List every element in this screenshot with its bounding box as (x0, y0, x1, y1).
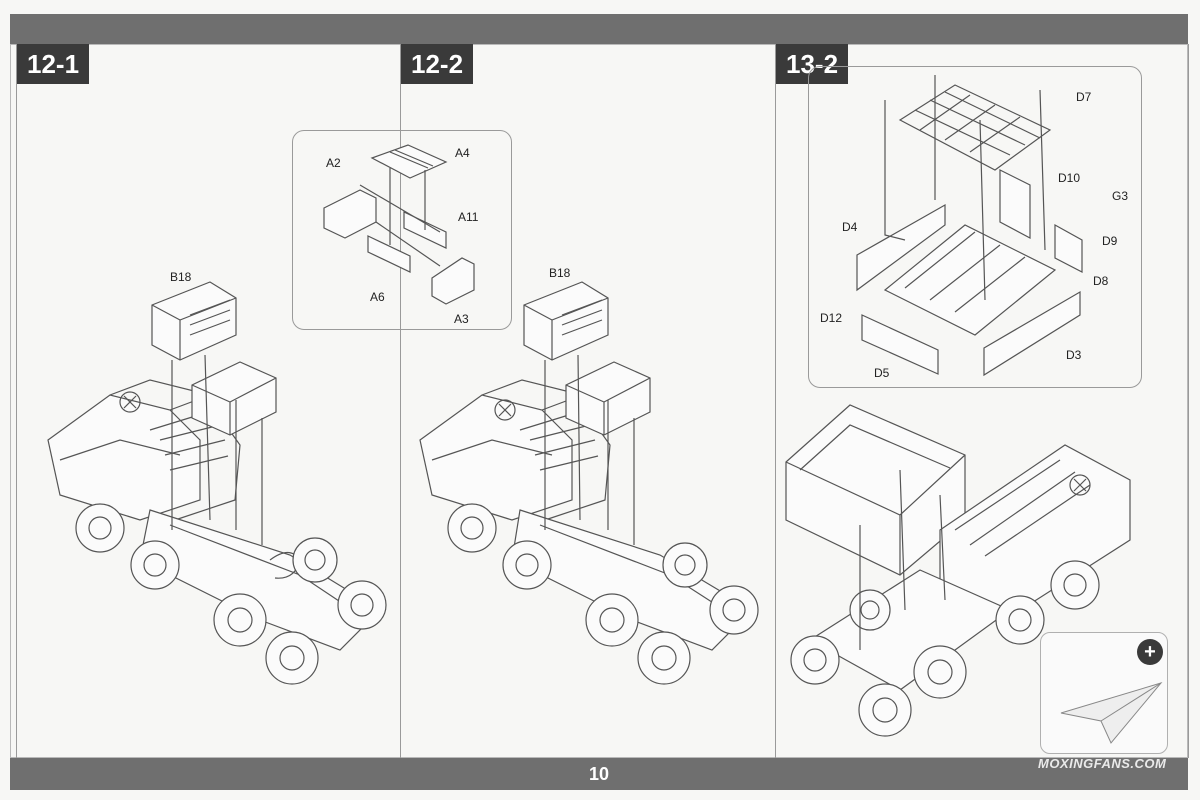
truck-drawing-13-2 (785, 404, 1131, 737)
step-number: 12-2 (401, 44, 474, 84)
part-label-a11: A11 (458, 210, 479, 224)
callout-box-parts-d (808, 66, 1142, 388)
bottom-bar: 10 (10, 758, 1188, 790)
panel-step-13-2: 13-2 (775, 44, 1189, 758)
callout-drawing-d (856, 75, 1083, 377)
part-label-a3: A3 (454, 312, 469, 326)
part-label-d7: D7 (1076, 90, 1092, 104)
part-label-d8: D8 (1093, 274, 1109, 288)
part-label-d12: D12 (820, 311, 843, 325)
part-label-a2: A2 (326, 156, 341, 170)
paper-plane-icon (1060, 682, 1163, 744)
part-label-a4: A4 (455, 146, 470, 160)
truck-drawing-12-1 (47, 281, 387, 685)
part-label-d9: D9 (1102, 234, 1118, 248)
part-label-g3: G3 (1112, 189, 1129, 203)
callout-box-parts-a (292, 130, 512, 330)
part-label-a6: A6 (370, 290, 385, 304)
part-label-b18: B18 (549, 266, 571, 280)
part-label-d5: D5 (874, 366, 890, 380)
callout-drawing-a (323, 144, 475, 305)
truck-drawing-12-2 (419, 281, 759, 685)
detail-zoom-inset: + (1040, 632, 1168, 754)
panel-step-12-2: 12-2 (400, 44, 776, 758)
watermark: MOXINGFANS.COM (1038, 756, 1167, 771)
part-label-b18: B18 (170, 270, 192, 284)
top-bar (10, 14, 1188, 44)
step-number: 13-2 (776, 44, 849, 84)
magnify-plus-icon: + (1137, 639, 1163, 665)
part-label-d3: D3 (1066, 348, 1082, 362)
part-label-d4: D4 (842, 220, 858, 234)
step-number: 12-1 (17, 44, 90, 84)
page-frame (10, 44, 1188, 758)
panel-step-12-1: 12-1 (16, 44, 401, 758)
page-number: 10 (588, 764, 610, 784)
part-label-d10: D10 (1058, 171, 1081, 185)
